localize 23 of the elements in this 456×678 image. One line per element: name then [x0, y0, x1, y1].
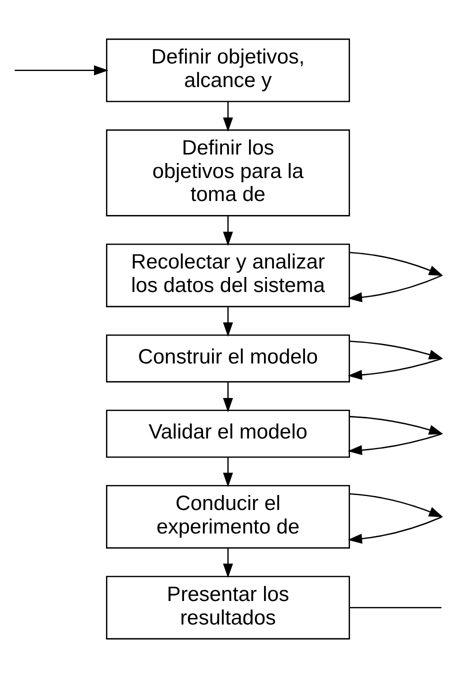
arrow	[350, 340, 444, 360]
arrow	[223, 457, 233, 488]
node-box: Validar el modelo	[106, 410, 350, 458]
arrow	[223, 548, 233, 578]
node-box: Presentar los resultados	[106, 576, 350, 640]
node-box: Recolectar y analizar los datos del sistema	[106, 244, 350, 308]
arrow	[223, 306, 233, 337]
arrow	[348, 425, 444, 456]
arrow	[223, 382, 233, 412]
arrow	[348, 507, 444, 544]
arrow	[350, 252, 444, 276]
arrow	[223, 102, 233, 132]
node-box: Construir el modelo	[106, 334, 350, 382]
node-box: Definir objetivos, alcance y	[106, 38, 350, 102]
arrow	[14, 65, 108, 76]
arrow	[350, 493, 444, 518]
connector	[350, 607, 442, 608]
arrow	[348, 266, 444, 302]
arrow	[348, 350, 444, 380]
node-box: Definir los objetivos para la toma de	[106, 129, 350, 216]
arrow	[350, 416, 444, 435]
node-box: Conducir el experimento de	[106, 485, 350, 549]
arrow	[223, 216, 233, 246]
